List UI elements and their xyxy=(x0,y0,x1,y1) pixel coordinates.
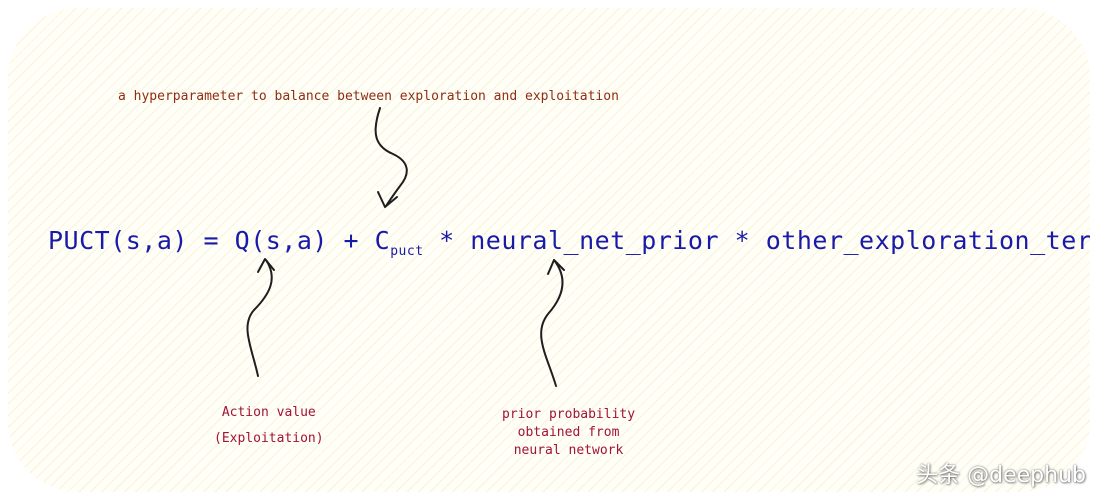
formula-times-2: * xyxy=(734,226,751,255)
prior-line-3: neural network xyxy=(513,443,624,458)
action-value-annotation: Action value (Exploitation) xyxy=(214,400,324,452)
watermark: 头条 @deephub xyxy=(916,463,1086,488)
prior-line-2: obtained from xyxy=(517,425,620,440)
prior-line-1: prior probability xyxy=(502,407,636,422)
puct-formula: PUCT(s,a) = Q(s,a) + Cpuct * neural_net_… xyxy=(48,226,1090,259)
formula-prior-term: neural_net_prior xyxy=(470,226,720,255)
formula-q-term: Q(s,a) xyxy=(234,226,328,255)
formula-equals: = xyxy=(203,226,220,255)
formula-c-sub: puct xyxy=(390,244,424,259)
prior-annotation: prior probability obtained from neural n… xyxy=(502,406,635,460)
formula-c-main: C xyxy=(374,226,391,255)
formula-times-1: * xyxy=(439,226,455,255)
formula-other-term: other_exploration_terms xyxy=(765,226,1090,255)
action-value-arrow-icon xyxy=(246,259,273,377)
annotation-arrows xyxy=(246,107,565,387)
prior-arrow-icon xyxy=(540,259,564,387)
formula-c-puct: Cpuct xyxy=(374,226,424,259)
formula-plus: + xyxy=(343,226,360,255)
formula-lhs: PUCT(s,a) xyxy=(48,226,188,255)
action-value-line-2: (Exploitation) xyxy=(214,431,324,446)
diagram-panel: a hyperparameter to balance between expl… xyxy=(8,8,1090,492)
action-value-line-1: Action value xyxy=(221,405,316,420)
hyperparameter-arrowhead-icon xyxy=(377,191,398,208)
hyperparameter-annotation: a hyperparameter to balance between expl… xyxy=(118,89,619,104)
prior-arrowhead-icon xyxy=(547,259,565,275)
action-value-arrowhead-icon xyxy=(257,258,275,273)
hyperparameter-arrow-icon xyxy=(374,107,408,207)
